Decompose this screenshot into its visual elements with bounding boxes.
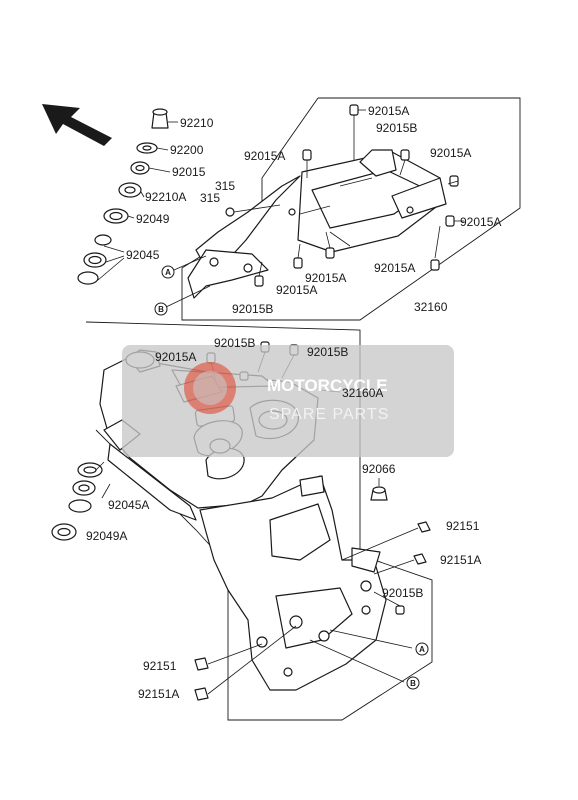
subframe-group-box xyxy=(181,97,521,321)
label-92015b-low: 92015B xyxy=(232,302,273,316)
label-315-a: 315 xyxy=(215,179,235,193)
label-32160: 32160 xyxy=(414,300,448,314)
watermark-line1: MOTORCYCLE xyxy=(267,376,388,395)
label-92015a-lower-right: 92015A xyxy=(374,261,415,275)
callout-b-upper: B xyxy=(154,302,168,316)
label-92049a: 92049A xyxy=(86,529,127,543)
label-92200: 92200 xyxy=(170,143,204,157)
svg-text:B: B xyxy=(158,305,164,314)
steering-stack-upper xyxy=(77,108,178,285)
part-labels: 92210 92200 92015 92210A 92049 92045 315… xyxy=(86,104,501,701)
label-92045: 92045 xyxy=(126,248,160,262)
label-92151-right: 92151 xyxy=(446,519,480,533)
label-92210a: 92210A xyxy=(145,190,186,204)
callout-a-upper: A xyxy=(161,265,175,279)
svg-text:B: B xyxy=(410,679,416,688)
label-92015a-right: 92015A xyxy=(430,146,471,160)
label-92015: 92015 xyxy=(172,165,206,179)
label-92151-left: 92151 xyxy=(143,659,177,673)
label-92015a-mid: 92015A xyxy=(305,271,346,285)
label-92015a-top: 92015A xyxy=(368,104,409,118)
svg-text:A: A xyxy=(165,268,171,277)
label-92210: 92210 xyxy=(180,116,214,130)
label-92066: 92066 xyxy=(362,462,396,476)
label-92151a-right: 92151A xyxy=(440,553,481,567)
steering-stack-lower xyxy=(51,462,103,541)
label-92015a-low: 92015A xyxy=(276,283,317,297)
label-92015a-frame: 92015A xyxy=(155,350,196,364)
label-92015a-left: 92015A xyxy=(244,149,285,163)
label-92015b-top: 92015B xyxy=(376,121,417,135)
label-92015b-frame-2: 92015B xyxy=(307,345,348,359)
svg-text:A: A xyxy=(419,645,425,654)
label-92151a-left: 92151A xyxy=(138,687,179,701)
watermark-line2: SPARE PARTS xyxy=(269,406,389,423)
label-92049: 92049 xyxy=(136,212,170,226)
watermark: MOTORCYCLE SPARE PARTS xyxy=(122,345,454,457)
subframe-leaders xyxy=(165,109,464,308)
callout-a-lower: A xyxy=(415,642,429,656)
label-92045a: 92045A xyxy=(108,498,149,512)
label-315-b: 315 xyxy=(200,191,220,205)
direction-arrow-icon xyxy=(42,104,112,146)
label-92015b-frame-1: 92015B xyxy=(214,336,255,350)
seat-rail-subframe xyxy=(187,149,447,299)
label-32160a: 32160A xyxy=(342,386,383,400)
label-92015a-rear: 92015A xyxy=(460,215,501,229)
label-92015b-frame-3: 92015B xyxy=(382,586,423,600)
callout-b-lower: B xyxy=(406,676,420,690)
